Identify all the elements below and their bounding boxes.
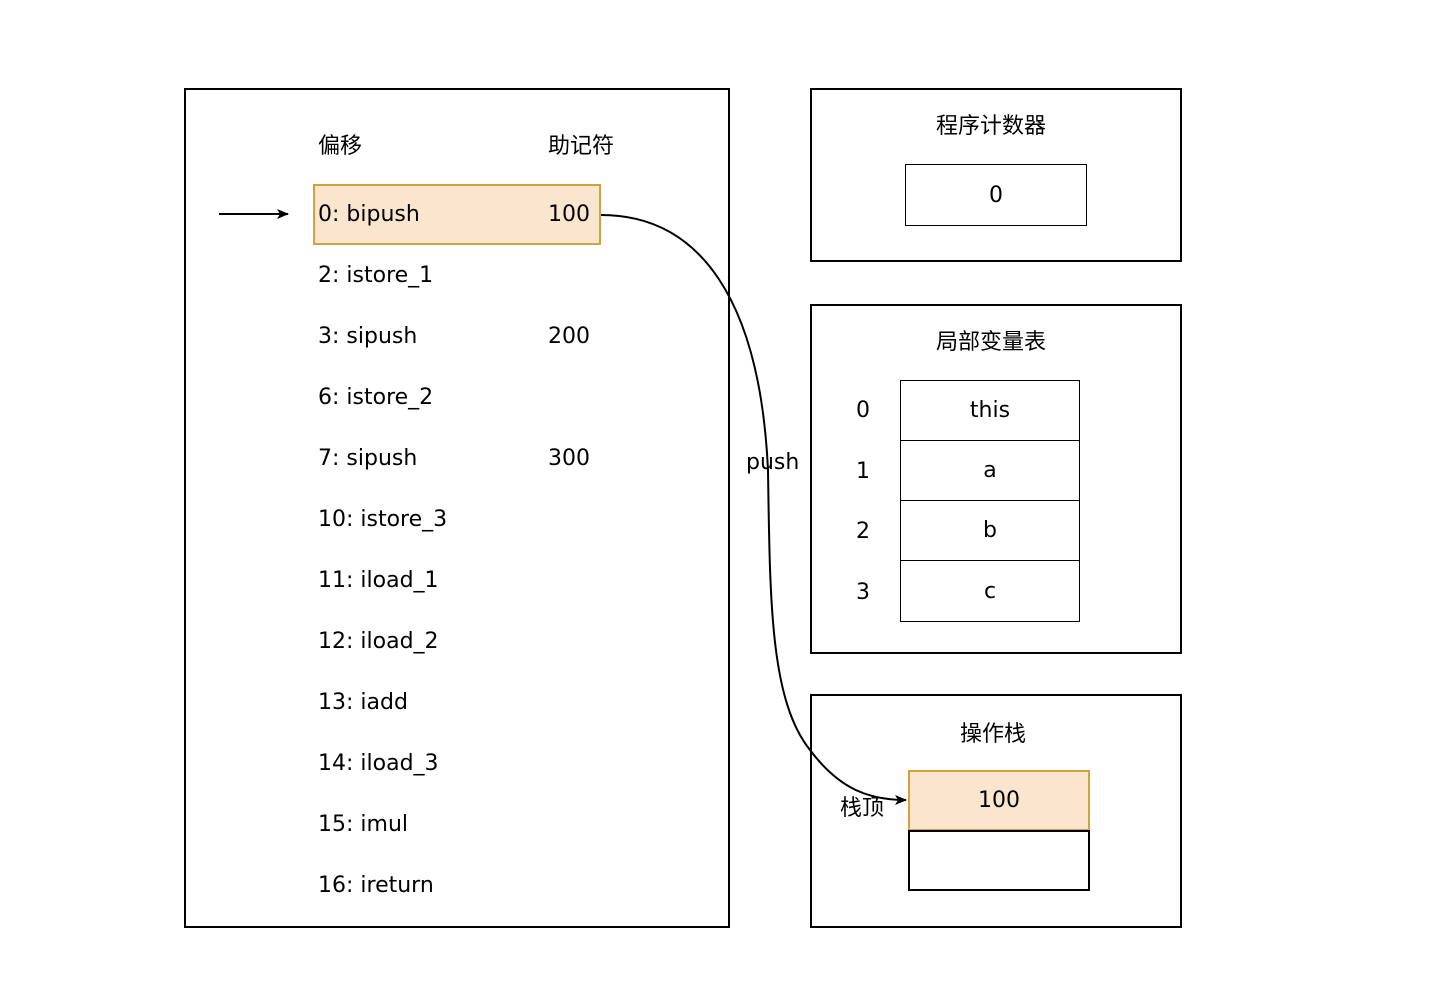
stack-cell-top: 100	[908, 770, 1090, 831]
slot-index-3: 3	[856, 580, 870, 605]
slot-value-1: a	[900, 440, 1080, 501]
stack-cell-empty	[908, 830, 1090, 891]
instruction-6-label: 11: iload_1	[318, 568, 439, 593]
instruction-2-label: 3: sipush	[318, 324, 418, 349]
offset-header: 偏移	[318, 134, 363, 159]
stack-top-label: 栈顶	[840, 796, 885, 821]
instruction-3-label: 6: istore_2	[318, 385, 434, 410]
local-variables-title: 局部变量表	[936, 330, 1047, 355]
instruction-4-label: 7: sipush	[318, 446, 418, 471]
push-label: push	[746, 450, 800, 475]
instruction-7-label: 12: iload_2	[318, 629, 439, 654]
slot-index-2: 2	[856, 519, 870, 544]
current-instruction-highlight	[313, 184, 601, 245]
instruction-5-label: 10: istore_3	[318, 507, 448, 532]
program-counter-title: 程序计数器	[936, 114, 1047, 139]
operand-stack-title: 操作栈	[960, 722, 1027, 747]
instruction-10-label: 15: imul	[318, 812, 408, 837]
instruction-1-label: 2: istore_1	[318, 263, 434, 288]
mnemonic-header: 助记符	[548, 134, 615, 159]
instruction-2-operand: 200	[548, 324, 590, 349]
slot-value-0: this	[900, 380, 1080, 441]
slot-index-0: 0	[856, 398, 870, 423]
instruction-0-label: 0: bipush	[318, 202, 420, 227]
instruction-0-operand: 100	[548, 202, 590, 227]
instruction-9-label: 14: iload_3	[318, 751, 439, 776]
program-counter-value: 0	[905, 164, 1087, 226]
slot-index-1: 1	[856, 459, 870, 484]
slot-value-3: c	[900, 560, 1080, 622]
instruction-11-label: 16: ireturn	[318, 873, 434, 898]
slot-value-2: b	[900, 500, 1080, 561]
instruction-8-label: 13: iadd	[318, 690, 408, 715]
instruction-4-operand: 300	[548, 446, 590, 471]
